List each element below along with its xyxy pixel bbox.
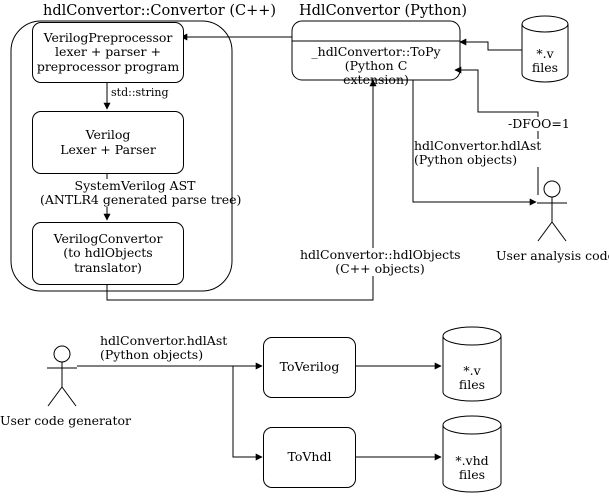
systemverilog-ast-label: SystemVerilog AST (ANTLR4 generated pars…: [40, 178, 242, 207]
dfoo-label: -DFOO=1: [508, 116, 570, 131]
hdlast-bottom-label: hdlConvertor.hdlAst (Python objects): [100, 333, 228, 362]
python-container-title: HdlConvertor (Python): [299, 3, 468, 19]
edge-generator-to-tovhdl: [232, 366, 263, 461]
vhd-files-cylinder: [442, 415, 502, 493]
to-vhdl-node: ToVhdl: [263, 427, 356, 488]
edge-dfoo-to-topy: [454, 66, 539, 195]
analysis-actor: [537, 180, 567, 242]
hdlobjects-label: hdlConvertor::hdlObjects (C++ objects): [300, 247, 461, 276]
edge-topy-to-analysis: [412, 80, 537, 206]
hdlast-top-label: hdlConvertor.hdlAst (Python objects): [414, 138, 542, 167]
cpp-container: [10, 20, 233, 292]
generator-actor: [47, 345, 77, 407]
verilog-convertor-node: VerilogConvertor (to hdlObjects translat…: [32, 222, 184, 285]
v-files-cylinder-bottom: [442, 326, 502, 402]
v-files-top-label: *.v files: [531, 46, 559, 76]
edge-files-to-topy: [459, 38, 522, 51]
analysis-actor-label: User analysis code: [496, 248, 609, 263]
edge-convertor-to-topy: [106, 79, 377, 301]
preprocessor-node: VerilogPreprocessor lexer + parser + pre…: [32, 22, 184, 83]
vhd-files-label: *.vhd files: [455, 453, 489, 483]
cpp-container-title: hdlConvertor::Convertor (C++): [43, 3, 277, 19]
v-files-cylinder-top: [521, 15, 569, 83]
topy-node: _hdlConvertor::ToPy (Python C extension): [311, 44, 441, 87]
to-verilog-node: ToVerilog: [263, 337, 356, 398]
v-files-bottom-label: *.v files: [458, 363, 486, 393]
std-string-label: std::string: [111, 86, 169, 100]
generator-actor-label: User code generator: [0, 413, 131, 428]
lexer-parser-node: Verilog Lexer + Parser: [32, 111, 184, 174]
